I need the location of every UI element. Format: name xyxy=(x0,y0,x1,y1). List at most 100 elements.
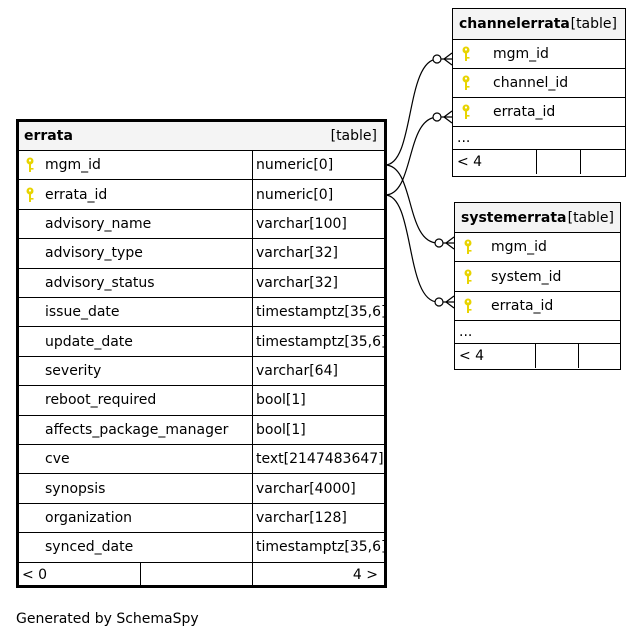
column-row[interactable]: mgm_id numeric[0] xyxy=(19,151,384,181)
column-type: varchar[32] xyxy=(256,274,338,291)
column-name: synced_date xyxy=(45,539,134,556)
column-type: timestamptz[35,6] xyxy=(256,333,387,350)
column-name: system_id xyxy=(491,268,562,285)
column-row[interactable]: synopsis varchar[4000] xyxy=(19,474,384,504)
key-icon xyxy=(463,269,473,285)
column-row[interactable]: affects_package_manager bool[1] xyxy=(19,415,384,445)
column-name: errata_id xyxy=(45,186,108,203)
column-type: varchar[64] xyxy=(256,362,338,379)
connector-errata-errata-to-channelerrata xyxy=(384,116,452,196)
column-name: channel_id xyxy=(493,75,569,91)
connector-errata-mgm-to-channelerrata xyxy=(384,58,452,166)
key-icon xyxy=(25,187,35,203)
column-name: synopsis xyxy=(45,480,106,497)
column-row[interactable]: mgm_id xyxy=(453,40,625,69)
column-divider xyxy=(252,356,253,386)
ellipsis-text: ... xyxy=(459,324,473,341)
column-name: mgm_id xyxy=(493,46,549,62)
column-name: errata_id xyxy=(493,104,556,120)
caption: Generated by SchemaSpy xyxy=(16,611,199,627)
connector-errata-mgm-to-systemerrata xyxy=(384,164,454,244)
column-divider xyxy=(580,150,581,174)
table-kind: [table] xyxy=(567,209,614,226)
column-divider xyxy=(252,386,253,415)
column-divider xyxy=(252,327,253,356)
channelerrata-header: channelerrata [table] xyxy=(453,9,625,40)
column-type: text[2147483647] xyxy=(256,451,384,468)
column-divider xyxy=(252,562,253,588)
key-icon xyxy=(463,298,473,314)
key-icon xyxy=(25,157,35,173)
key-icon xyxy=(461,104,471,120)
table-name: systemerrata xyxy=(461,209,567,226)
column-row[interactable]: channel_id xyxy=(453,69,625,98)
column-divider xyxy=(252,209,253,239)
column-row[interactable]: errata_id xyxy=(455,292,620,322)
footer-right-text: 4 > xyxy=(352,567,378,584)
column-divider xyxy=(252,151,253,180)
table-footer: < 4 xyxy=(453,150,625,174)
column-divider xyxy=(140,562,141,588)
column-type: varchar[128] xyxy=(256,509,347,526)
column-divider xyxy=(252,533,253,562)
footer-left-text: < 4 xyxy=(459,348,485,365)
column-type: numeric[0] xyxy=(256,157,334,174)
column-name: errata_id xyxy=(491,297,554,314)
column-name: reboot_required xyxy=(45,392,157,409)
column-row[interactable]: errata_id xyxy=(453,98,625,127)
column-name: advisory_type xyxy=(45,245,143,262)
column-row[interactable]: reboot_required bool[1] xyxy=(19,386,384,416)
cardinality-circle xyxy=(434,297,444,307)
column-name: advisory_name xyxy=(45,215,152,232)
column-name: mgm_id xyxy=(45,157,101,174)
column-divider xyxy=(252,503,253,533)
column-divider xyxy=(578,344,579,369)
column-row[interactable]: issue_date timestamptz[35,6] xyxy=(19,298,386,328)
connector-errata-errata-to-systemerrata xyxy=(384,194,454,303)
column-name: affects_package_manager xyxy=(45,421,229,438)
column-divider xyxy=(252,445,253,474)
table-name: channelerrata xyxy=(459,16,570,32)
column-row[interactable]: errata_id numeric[0] xyxy=(19,180,384,210)
systemerrata-header: systemerrata [table] xyxy=(455,203,620,233)
key-icon xyxy=(463,239,473,255)
column-row[interactable]: system_id xyxy=(455,262,620,292)
cardinality-circle xyxy=(432,112,442,122)
footer-left-text: < 4 xyxy=(457,154,483,170)
cardinality-circle xyxy=(432,54,442,64)
column-divider xyxy=(252,474,253,503)
column-divider xyxy=(535,344,536,369)
key-icon xyxy=(461,75,471,91)
column-name: issue_date xyxy=(45,304,120,321)
table-name: errata xyxy=(24,128,73,144)
column-type: timestamptz[35,6] xyxy=(256,304,387,321)
column-type: bool[1] xyxy=(256,392,306,409)
table-kind: [table] xyxy=(330,128,377,144)
errata-header: errata [table] xyxy=(19,122,384,151)
column-type: numeric[0] xyxy=(256,186,334,203)
column-type: varchar[4000] xyxy=(256,480,356,497)
ellipsis-row: ... xyxy=(453,127,625,150)
column-type: bool[1] xyxy=(256,421,306,438)
column-divider xyxy=(536,150,537,174)
column-name: mgm_id xyxy=(491,239,547,256)
key-icon xyxy=(461,46,471,62)
column-row[interactable]: mgm_id xyxy=(455,233,620,263)
table-footer: < 4 xyxy=(455,344,620,369)
column-divider xyxy=(252,298,253,327)
column-divider xyxy=(252,239,253,268)
ellipsis-text: ... xyxy=(457,130,471,146)
